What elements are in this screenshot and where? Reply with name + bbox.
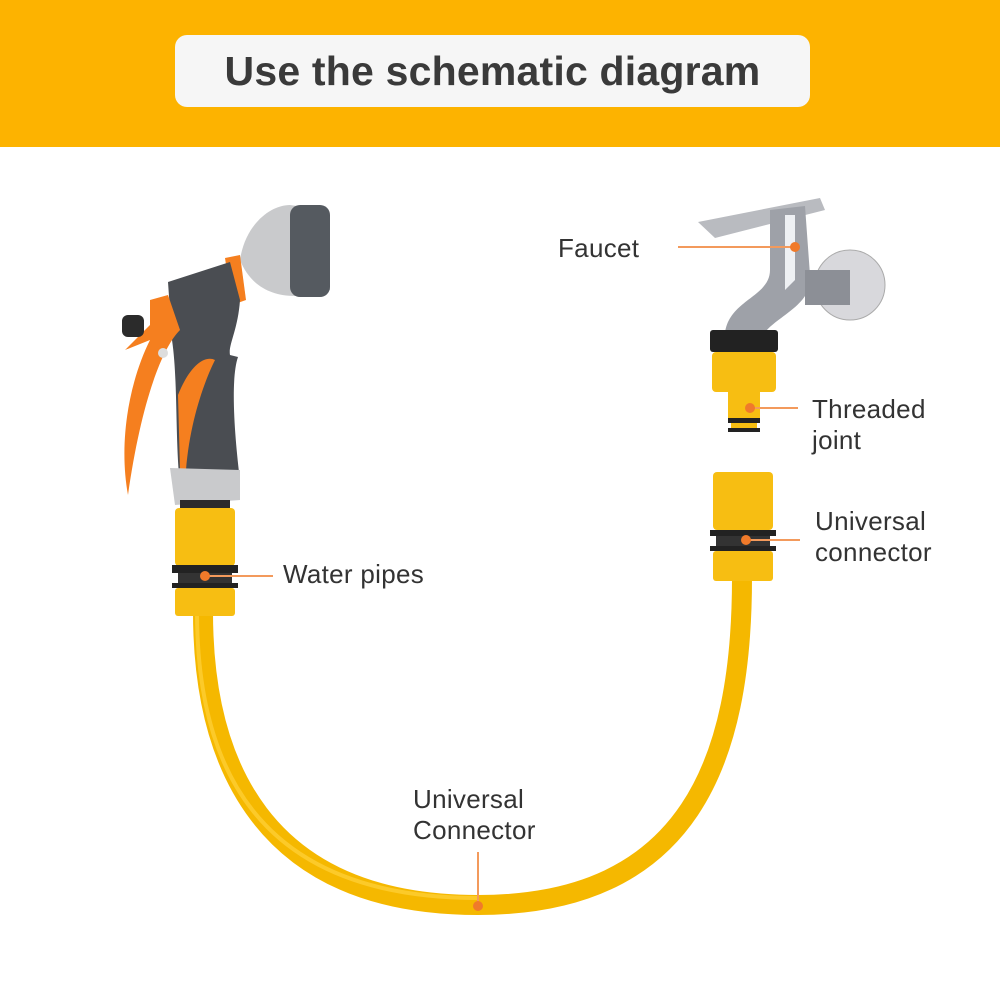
callout-dot-universal-connector <box>741 535 751 545</box>
faucet-image <box>698 198 886 352</box>
label-threaded-joint-line1: Threaded <box>812 394 926 424</box>
label-threaded-joint: Threaded joint <box>812 394 926 456</box>
left-connector-image <box>172 508 238 616</box>
label-universal-connector-bottom-line2: Connector <box>413 815 536 845</box>
callout-dot-threaded-joint <box>745 403 755 413</box>
label-universal-connector-right: Universal connector <box>815 506 932 568</box>
page-title: Use the schematic diagram <box>224 47 761 94</box>
title-pill: Use the schematic diagram <box>175 35 810 107</box>
label-universal-connector-right-line2: connector <box>815 537 932 567</box>
label-water-pipes: Water pipes <box>283 559 425 589</box>
label-universal-connector-bottom-line1: Universal <box>413 784 525 814</box>
callout-dot-faucet <box>790 242 800 252</box>
spray-gun-image <box>122 205 330 512</box>
label-universal-connector-right-line1: Universal <box>815 506 927 536</box>
callout-dot-hose-connector <box>473 901 483 911</box>
label-universal-connector-bottom: Universal Connector <box>413 784 536 846</box>
right-connector-image <box>710 472 776 581</box>
water-hose <box>193 568 752 916</box>
callout-dot-water-pipes <box>200 571 210 581</box>
label-threaded-joint-line2: joint <box>812 425 862 455</box>
threaded-joint-image <box>712 352 776 432</box>
label-faucet: Faucet <box>558 233 640 263</box>
